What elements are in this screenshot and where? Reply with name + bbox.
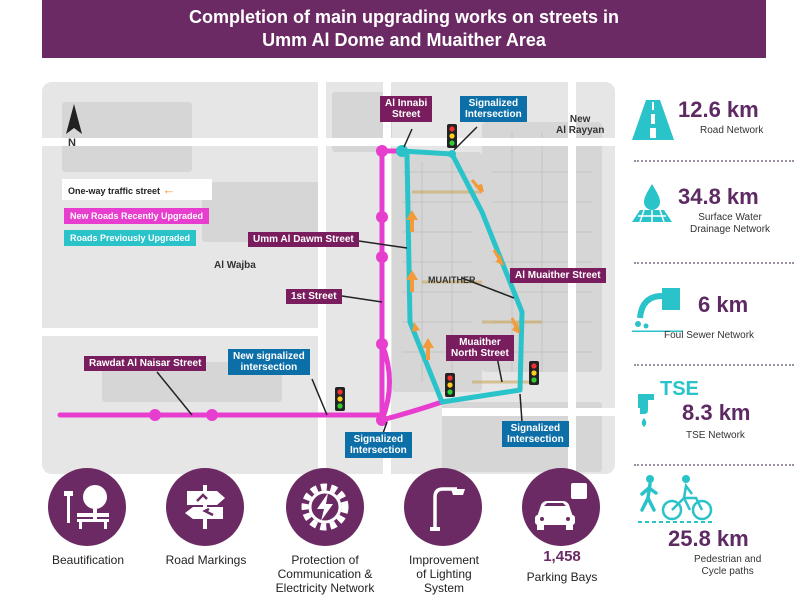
stat-pedestrian-label-2: Cycle paths <box>701 566 754 577</box>
new-road-nodes <box>149 145 388 426</box>
place-new-al-rayyan: New Al Rayyan <box>556 114 604 136</box>
divider-1 <box>634 160 794 162</box>
legend-previous-roads: Roads Previously Upgraded <box>64 230 197 246</box>
one-way-arrow-shafts <box>470 179 520 333</box>
label-signalized-bc-2: Intersection <box>350 445 407 456</box>
stat-drainage-label-2: Drainage Network <box>690 224 771 235</box>
feature-parking-label: Parking Bays <box>526 570 598 584</box>
label-1st-street: 1st Street <box>286 289 342 304</box>
traffic-light-icons <box>335 124 539 411</box>
north-label: N <box>68 137 76 149</box>
minor-streets <box>412 190 542 384</box>
label-umm-al-dawm-street: Umm Al Dawm Street <box>248 232 359 247</box>
feature-road-markings-label: Road Markings <box>165 553 247 567</box>
label-signalized-br-1: Signalized <box>510 423 561 434</box>
label-signalized-br-2: Intersection <box>507 434 564 445</box>
stat-tse-value: 8.3 km <box>682 400 751 425</box>
car-parking-icon <box>535 483 587 530</box>
label-al-muaither-street: Al Muaither Street <box>510 268 606 283</box>
label-new-signalized-1: New signalized <box>233 351 305 362</box>
legend-one-way-label: One-way traffic street <box>68 186 161 196</box>
stat-road-network: 12.6 km Road Network <box>620 92 800 152</box>
legend-arrow-icon: ← <box>162 182 176 197</box>
bench-tree-icon <box>64 485 109 529</box>
stat-drainage-label: Surface Water Drainage Network <box>690 212 770 236</box>
feature-protection-label-1: Protection of <box>291 553 359 567</box>
feature-lighting-label: Improvement of Lighting System <box>386 553 502 595</box>
place-muaither: MUAITHER <box>428 275 476 285</box>
label-signalized-top-2: Intersection <box>465 109 522 120</box>
sewer-pipe-icon <box>632 288 682 332</box>
stat-sewer-label: Foul Sewer Network <box>664 330 755 341</box>
feature-beautification <box>48 468 126 546</box>
feature-road-markings <box>166 468 244 546</box>
divider-2 <box>634 262 794 264</box>
stat-road-label: Road Network <box>700 125 764 136</box>
previous-road-nodes <box>396 145 456 158</box>
parking-sign-letter: P <box>565 476 574 490</box>
label-signalized-top-1: Signalized <box>468 98 519 109</box>
title-line-2: Umm Al Dome and Muaither Area <box>262 30 546 50</box>
label-new-signalized-2: intersection <box>240 362 298 373</box>
title-banner: Completion of main upgrading works on st… <box>42 0 766 58</box>
street-lamp-icon <box>430 487 465 531</box>
label-al-innabi-2: Street <box>391 109 421 120</box>
stat-sewer-network: 6 km Foul Sewer Network <box>620 274 800 344</box>
stat-tse-network: TSE 8.3 km TSE Network <box>620 374 800 444</box>
label-signalized-bc-1: Signalized <box>353 434 404 445</box>
feature-lighting-label-2: of Lighting <box>416 567 472 581</box>
label-rawdat-al-naisar-street: Rawdat Al Naisar Street <box>84 356 207 371</box>
gear-lightning-icon <box>301 483 349 531</box>
road-icon <box>632 100 674 140</box>
feature-lighting-label-1: Improvement <box>408 553 480 567</box>
signpost-icon <box>185 485 225 529</box>
divider-3 <box>634 364 794 366</box>
tap-icon <box>638 394 654 427</box>
feature-lighting <box>404 468 482 546</box>
stat-road-value: 12.6 km <box>678 97 759 122</box>
stat-tse-label: TSE Network <box>686 430 745 441</box>
feature-parking-count: 1,458 <box>543 548 581 565</box>
label-al-innabi-street: Al Innabi Street <box>380 96 433 122</box>
legend-new-roads: New Roads Recently Upgraded <box>64 208 210 224</box>
stat-drainage-label-1: Surface Water <box>698 212 762 223</box>
stat-sewer-value: 6 km <box>698 292 749 317</box>
divider-4 <box>634 464 794 466</box>
stat-drainage-network: 34.8 km Surface Water Drainage Network <box>620 172 800 242</box>
stat-pedestrian-cycle: 25.8 km Pedestrian and Cycle paths <box>620 474 800 584</box>
stat-pedestrian-label-1: Pedestrian and <box>694 554 762 565</box>
label-muaither-north-street: Muaither North Street <box>446 335 514 361</box>
stat-pedestrian-value: 25.8 km <box>668 526 749 551</box>
water-drop-icon <box>632 184 672 222</box>
legend-one-way: One-way traffic street ← <box>62 179 212 200</box>
feature-protection-label-2: Communication & <box>277 567 373 581</box>
label-signalized-intersection-bottom-center: Signalized Intersection <box>345 432 412 458</box>
feature-lighting-label-3: System <box>423 581 464 595</box>
label-muaither-north-2: North Street <box>451 348 509 359</box>
feature-protection-label: Protection of Communication & Electricit… <box>262 553 388 595</box>
place-new-al-rayyan-1: New <box>569 114 591 125</box>
label-new-signalized-intersection: New signalized intersection <box>228 349 310 375</box>
stat-pedestrian-label: Pedestrian and Cycle paths <box>694 554 761 578</box>
label-al-innabi-1: Al Innabi <box>385 98 428 109</box>
north-arrow-icon <box>66 104 82 134</box>
pedestrian-cyclist-icon <box>638 475 714 523</box>
label-signalized-intersection-top: Signalized Intersection <box>460 96 527 122</box>
label-signalized-intersection-bottom-right: Signalized Intersection <box>502 421 569 447</box>
place-new-al-rayyan-2: Al Rayyan <box>556 125 605 136</box>
place-al-wajba: Al Wajba <box>214 260 256 271</box>
leader-lines <box>156 126 523 437</box>
feature-parking <box>522 468 600 546</box>
feature-protection-label-3: Electricity Network <box>275 581 375 595</box>
title-line-1: Completion of main upgrading works on st… <box>188 7 620 27</box>
feature-beautification-label: Beautification <box>51 553 125 567</box>
stat-tse-prefix: TSE <box>660 378 699 400</box>
one-way-arrows <box>406 182 520 360</box>
stat-drainage-value: 34.8 km <box>678 184 759 209</box>
label-muaither-north-1: Muaither <box>459 337 501 348</box>
map-panel: N One-way traffic street ← New Roads Rec… <box>42 82 615 474</box>
feature-protection <box>286 468 364 546</box>
